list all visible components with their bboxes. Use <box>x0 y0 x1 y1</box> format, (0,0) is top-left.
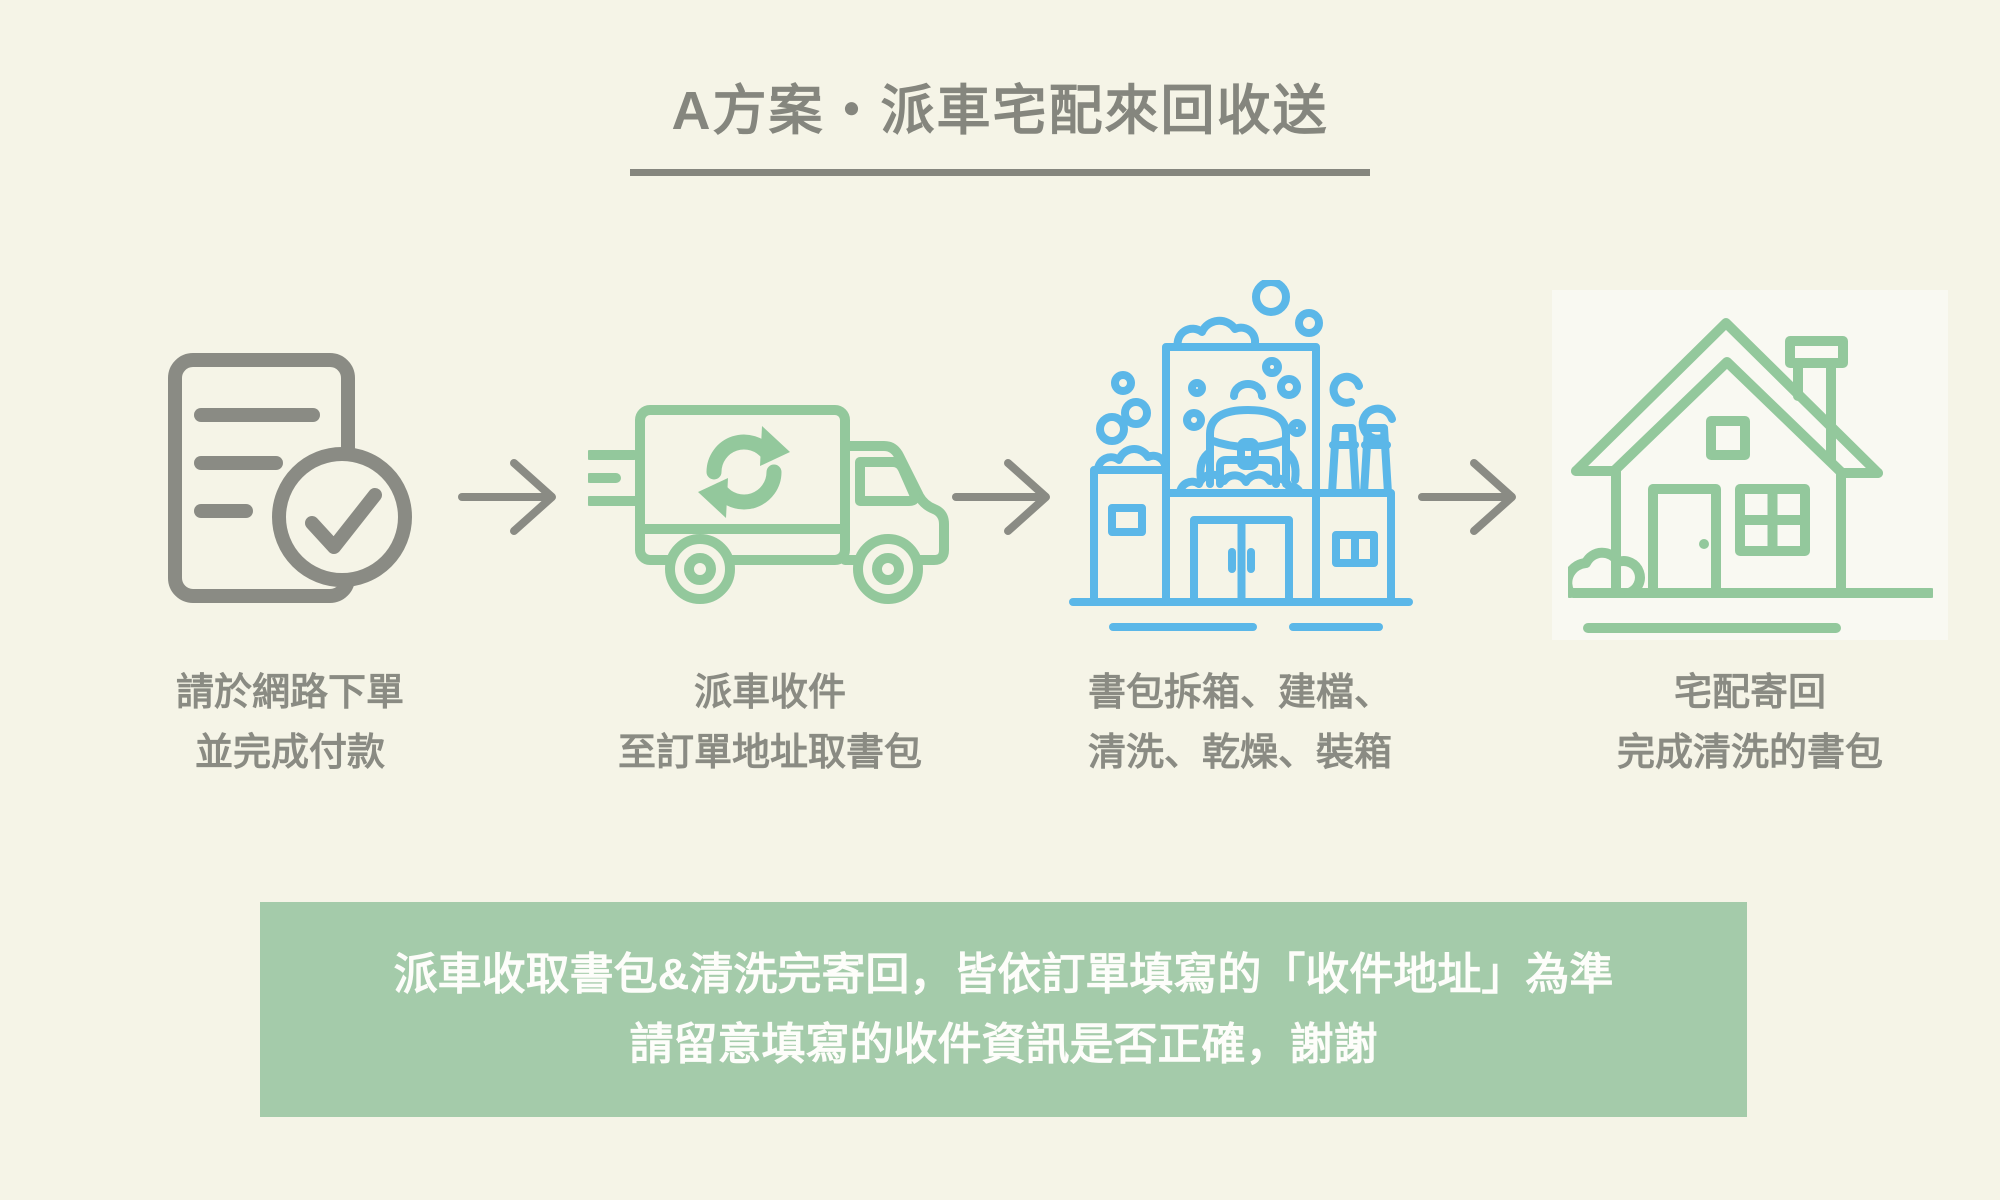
caption-line: 請於網路下單 <box>175 672 404 714</box>
step-caption: 書包拆箱、建檔、 清洗、乾燥、裝箱 <box>1088 663 1392 783</box>
arrow-right-icon <box>952 455 1056 539</box>
notice-line-1: 派車收取書包&清洗完寄回，皆依訂單填寫的「收件地址」為準 <box>393 949 1614 999</box>
caption-line: 宅配寄回 <box>1673 672 1826 714</box>
order-document-check-icon <box>167 285 413 635</box>
step-caption: 派車收件 至訂單地址取書包 <box>618 663 922 783</box>
washing-factory-icon <box>1068 280 1413 635</box>
step-home-delivery: 宅配寄回 完成清洗的書包 <box>1525 285 1975 783</box>
caption-line: 書包拆箱、建檔、 <box>1087 672 1392 714</box>
home-delivery-house-icon <box>1567 285 1933 635</box>
delivery-truck-icon <box>587 285 953 635</box>
page-title: A方案・派車宅配來回收送 <box>671 81 1329 141</box>
caption-line: 派車收件 <box>693 672 846 714</box>
step-caption: 宅配寄回 完成清洗的書包 <box>1617 663 1883 783</box>
caption-line: 並完成付款 <box>194 732 385 774</box>
arrow-right-icon <box>1418 455 1522 539</box>
title-underline <box>630 169 1370 176</box>
caption-line: 完成清洗的書包 <box>1616 732 1883 774</box>
step-order-online: 請於網路下單 並完成付款 <box>100 285 480 783</box>
step-washing-factory: 書包拆箱、建檔、 清洗、乾燥、裝箱 <box>1015 280 1465 783</box>
step-truck-pickup: 派車收件 至訂單地址取書包 <box>530 285 1010 783</box>
notice-line-2: 請留意填寫的收件資訊是否正確，謝謝 <box>629 1019 1378 1069</box>
title-block: A方案・派車宅配來回收送 <box>0 66 2000 176</box>
arrow-right-icon <box>458 455 562 539</box>
caption-line: 至訂單地址取書包 <box>617 732 922 774</box>
step-caption: 請於網路下單 並完成付款 <box>176 663 404 783</box>
caption-line: 清洗、乾燥、裝箱 <box>1087 732 1392 774</box>
notice-banner: 派車收取書包&清洗完寄回，皆依訂單填寫的「收件地址」為準 請留意填寫的收件資訊是… <box>260 902 1747 1117</box>
